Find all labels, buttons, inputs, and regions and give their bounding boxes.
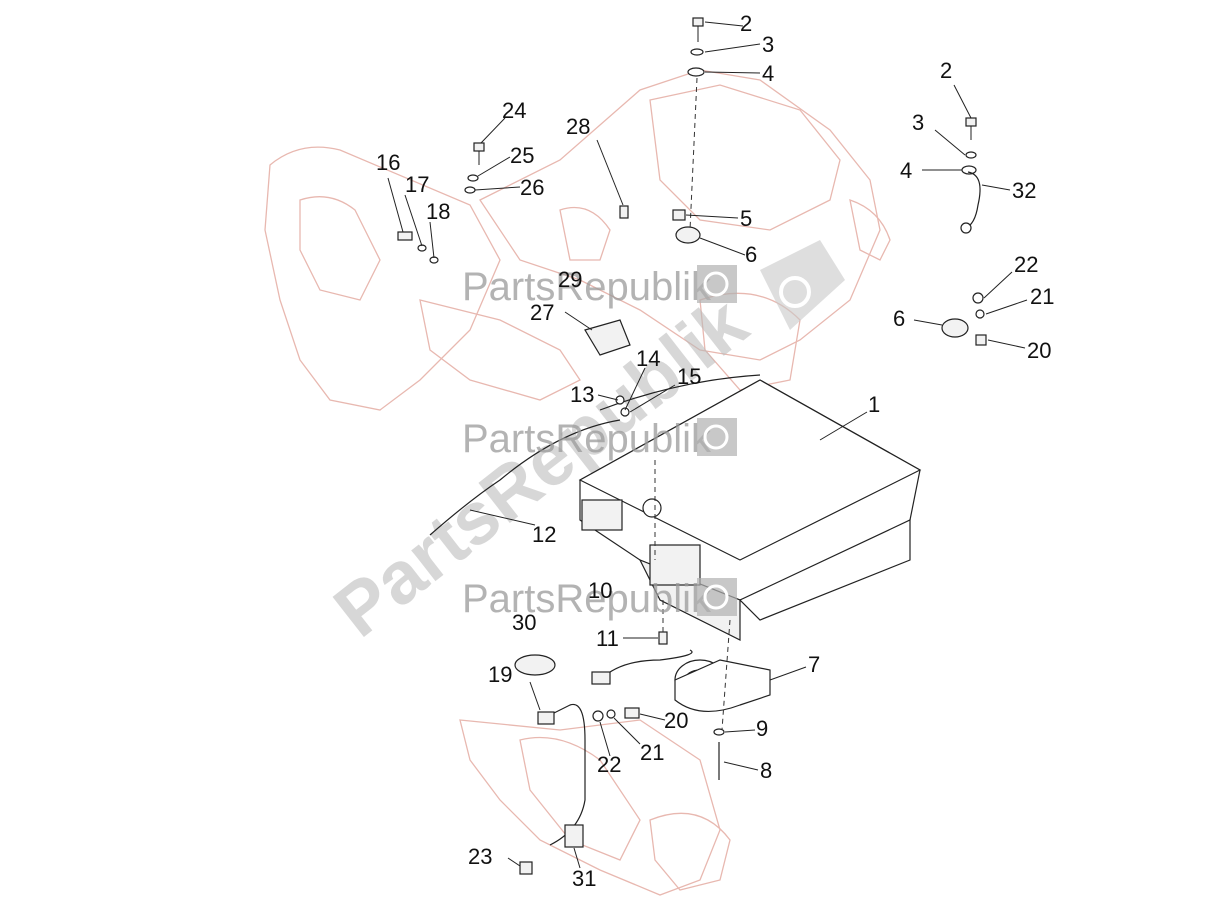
callout-3-right: 3 [912,110,924,135]
part-12-cable [429,419,621,536]
watermark-row-1: PartsRepublik [462,265,737,309]
callout-22-right: 22 [1014,252,1038,277]
callout-14: 14 [636,346,660,371]
callout-13: 13 [570,382,594,407]
gear-icon [703,271,729,297]
watermark-diagonal-gear [760,240,845,330]
callout-18: 18 [426,199,450,224]
gear-icon [703,424,729,450]
callout-2-right: 2 [940,58,952,83]
part-31-clip [564,824,584,848]
callout-9: 9 [756,716,768,741]
part-19-cable [539,703,586,846]
callout-22-bottom: 22 [597,752,621,777]
callout-10: 10 [588,578,612,603]
callout-4-right: 4 [900,158,912,183]
alignment-lines [654,77,731,731]
callout-12: 12 [532,522,556,547]
callout-23: 23 [468,844,492,869]
callout-16: 16 [376,150,400,175]
callout-25: 25 [510,143,534,168]
callout-28: 28 [566,114,590,139]
hardware-small-parts [397,17,987,875]
callout-numbers: 1 2 3 4 5 6 7 8 9 10 11 12 13 14 15 16 1… [376,11,1054,891]
leader-lines [387,21,1028,869]
callout-26: 26 [520,175,544,200]
callout-6: 6 [745,242,757,267]
callout-20-right: 20 [1027,338,1051,363]
watermark-text-2: PartsRepublik [462,417,712,461]
callout-15: 15 [677,364,701,389]
gear-icon [779,276,811,308]
callout-21-right: 21 [1030,284,1054,309]
callout-27: 27 [530,300,554,325]
callout-8: 8 [760,758,772,783]
connector-block [581,499,623,531]
callout-21-bottom: 21 [640,740,664,765]
callout-32: 32 [1012,178,1036,203]
callout-31: 31 [572,866,596,891]
callout-6-right: 6 [893,306,905,331]
watermark-text-1: PartsRepublik [462,265,712,309]
callout-7: 7 [808,652,820,677]
part-1-control-unit [578,379,922,641]
callout-19: 19 [488,662,512,687]
watermark-text-3: PartsRepublik [462,577,712,621]
callout-30: 30 [512,610,536,635]
callout-29: 29 [558,267,582,292]
callout-17: 17 [405,172,429,197]
callout-20-bottom: 20 [664,708,688,733]
callout-4: 4 [762,61,774,86]
watermark-row-2: PartsRepublik [462,417,737,461]
part-30-grommet [514,654,556,676]
callout-3: 3 [762,32,774,57]
frame-ghost-outline [264,69,891,896]
part-7-ring-sensor [591,649,771,713]
gear-icon [703,584,729,610]
callout-1: 1 [868,392,880,417]
callout-11: 11 [596,626,619,651]
connector-plug [649,544,701,586]
callout-24: 24 [502,98,526,123]
watermark-row-3: PartsRepublik [462,577,737,621]
callout-2: 2 [740,11,752,36]
callout-5: 5 [740,206,752,231]
